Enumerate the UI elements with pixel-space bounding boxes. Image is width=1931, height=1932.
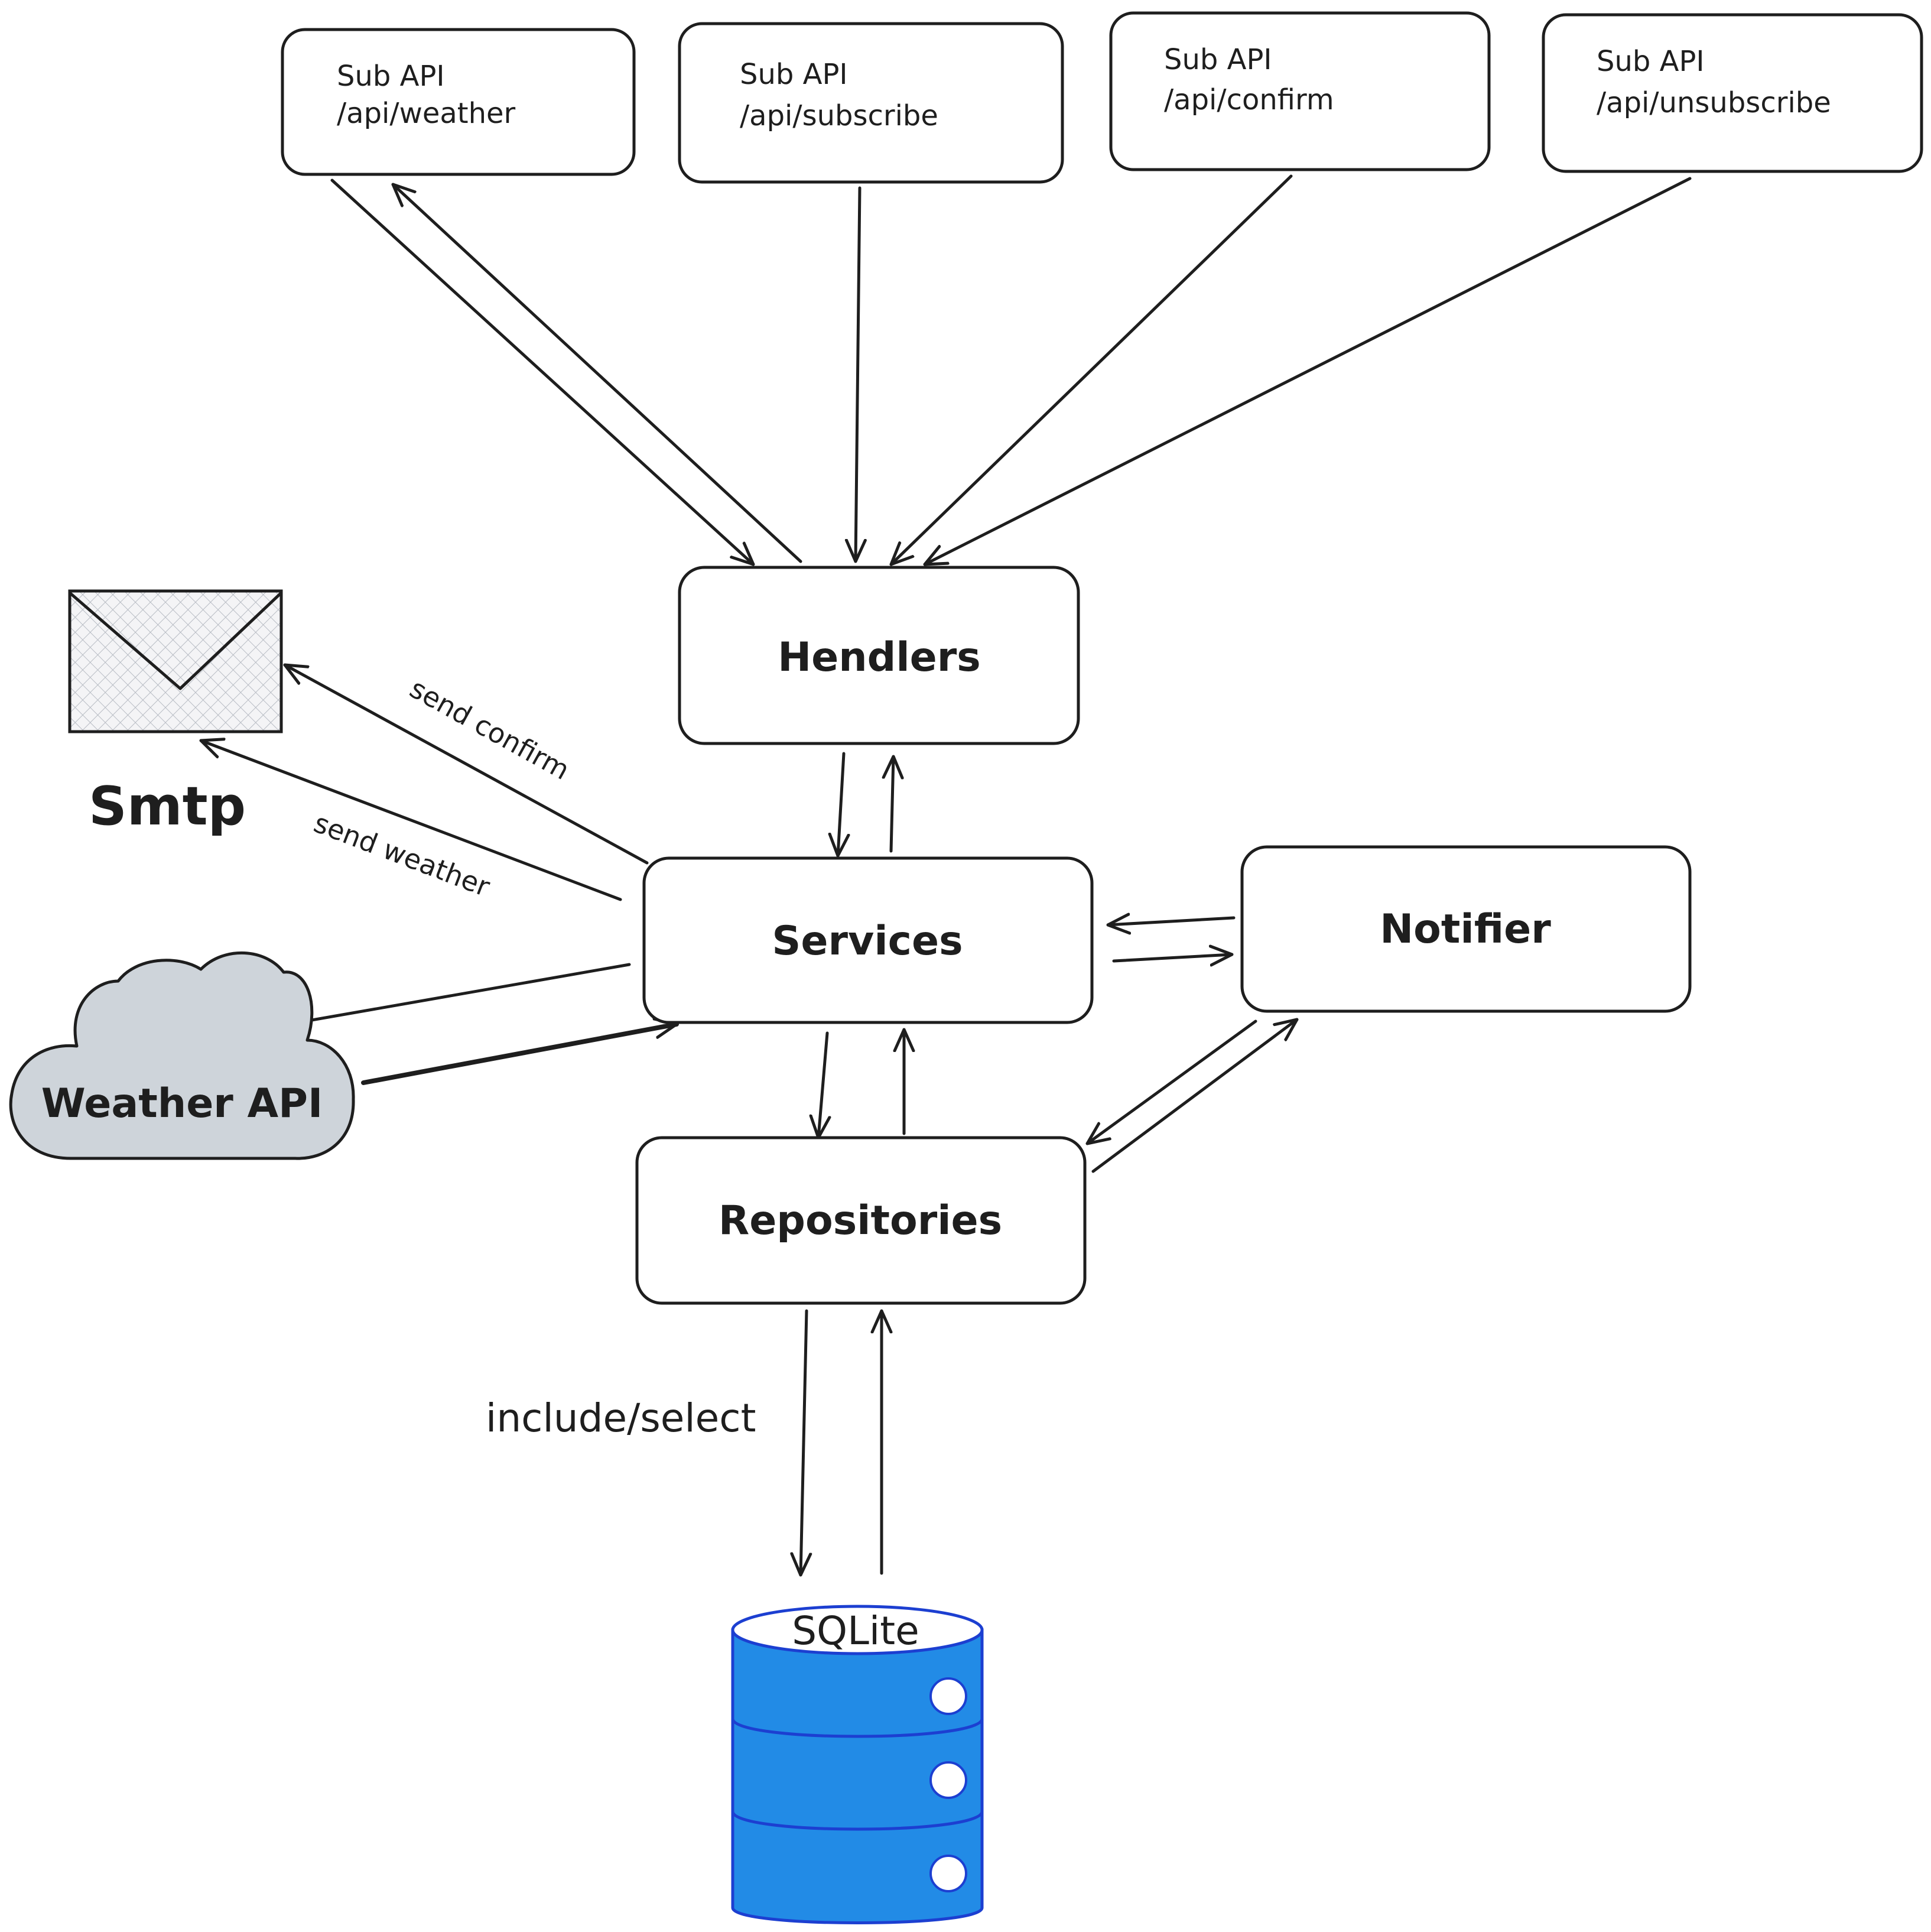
weather-api-node: Weather API <box>9 952 355 1160</box>
edge-handlers-to-weather-api <box>391 183 802 563</box>
api-box-title: Sub API <box>1597 45 1705 78</box>
edge-notifier-to-repositories <box>1085 1019 1257 1145</box>
edge-services-send-weather <box>199 741 622 901</box>
edge-label-include-select: include/select <box>486 1395 756 1441</box>
edge-repositories-to-sqlite <box>801 1309 807 1577</box>
api-box-subscribe: Sub API /api/subscribe <box>678 22 1064 184</box>
notifier-box: Notifier <box>1240 845 1692 1013</box>
edge-unsubscribe-api-to-handlers <box>923 177 1692 566</box>
api-box-confirm: Sub API /api/confirm <box>1109 11 1491 171</box>
api-box-path: /api/weather <box>337 97 516 130</box>
api-box-weather: Sub API /api/weather <box>281 28 636 176</box>
api-box-title: Sub API <box>740 58 848 91</box>
edge-weather-api-to-handlers <box>330 178 755 566</box>
edge-services-to-handlers <box>891 755 893 853</box>
services-box: Services <box>642 856 1094 1024</box>
edge-handlers-to-services <box>838 752 844 858</box>
edge-repositories-to-notifier <box>1091 1018 1299 1173</box>
smtp-label: Smtp <box>89 775 246 837</box>
api-box-title: Sub API <box>337 60 445 93</box>
repositories-box: Repositories <box>635 1136 1087 1305</box>
sqlite-node: SQLite <box>731 1605 984 1924</box>
envelope-icon <box>68 589 283 733</box>
edges <box>188 174 1692 1577</box>
services-label: Services <box>772 918 963 965</box>
edge-services-to-notifier <box>1112 954 1234 961</box>
edge-services-to-repositories <box>818 1031 827 1139</box>
edge-notifier-to-services <box>1106 918 1236 925</box>
smtp-node: Smtp <box>68 589 283 837</box>
api-box-unsubscribe: Sub API /api/unsubscribe <box>1542 13 1923 173</box>
api-box-path: /api/subscribe <box>740 99 938 132</box>
edge-subscribe-api-to-handlers <box>856 186 860 563</box>
edge-weather-api-to-services <box>361 1024 679 1085</box>
api-box-title: Sub API <box>1164 43 1272 76</box>
database-cylinder-icon <box>731 1605 984 1924</box>
api-box-path: /api/confirm <box>1164 83 1334 116</box>
weather-api-label: Weather API <box>41 1080 323 1127</box>
edge-services-send-confirm <box>283 663 649 865</box>
edge-label-send-weather: send weather <box>310 807 494 903</box>
repositories-label: Repositories <box>719 1197 1002 1244</box>
edge-label-send-confirm: send confirm <box>405 672 575 786</box>
edge-confirm-api-to-handlers <box>889 174 1293 566</box>
api-box-path: /api/unsubscribe <box>1597 86 1831 119</box>
cloud-icon <box>9 952 355 1160</box>
handlers-box: Hendlers <box>678 566 1080 745</box>
handlers-label: Hendlers <box>778 634 981 681</box>
sqlite-label: SQLite <box>792 1608 919 1654</box>
notifier-label: Notifier <box>1380 906 1551 953</box>
